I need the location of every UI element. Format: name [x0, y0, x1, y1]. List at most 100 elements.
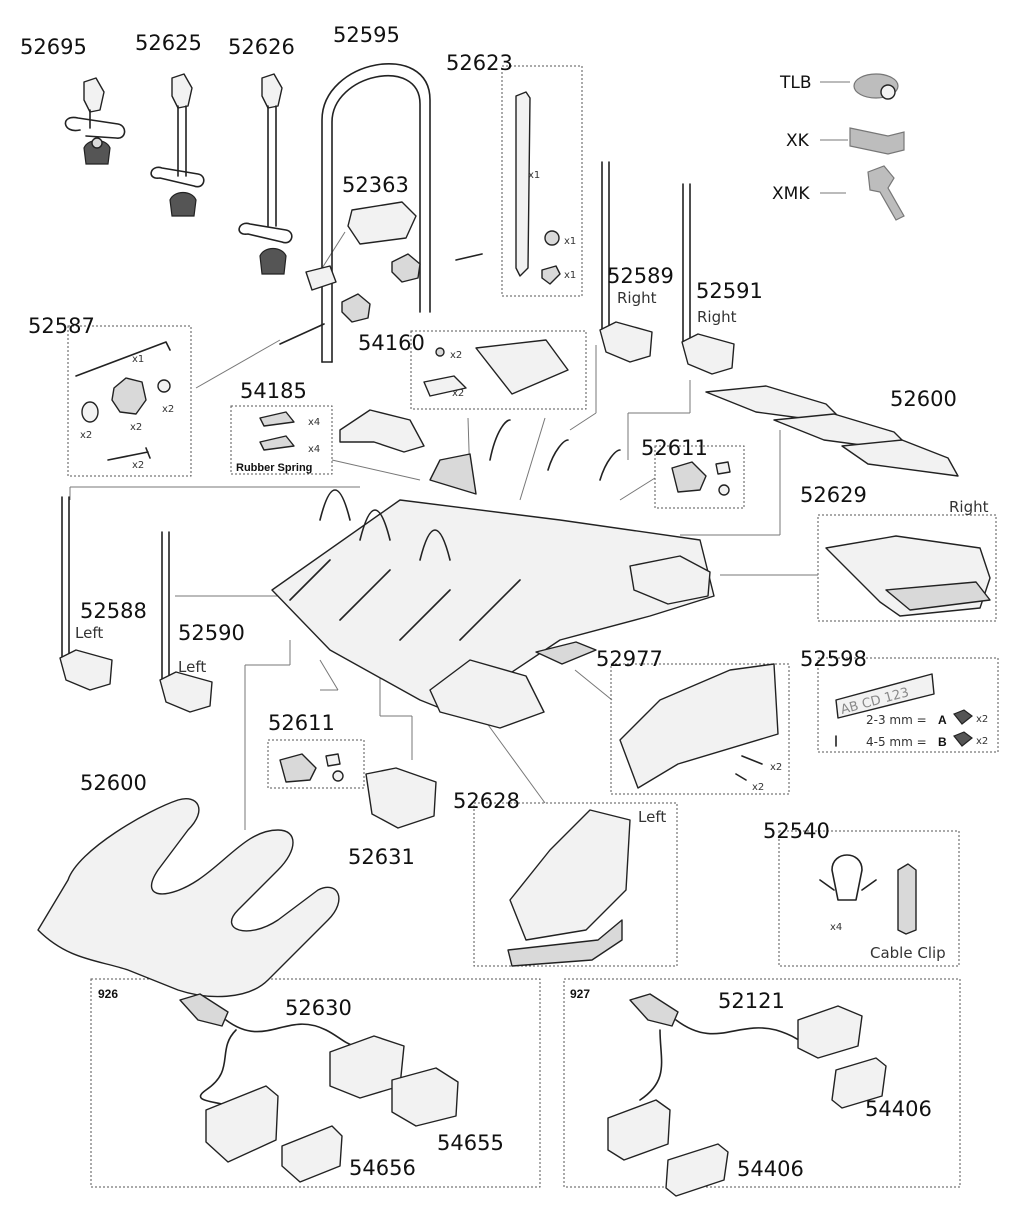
qty-52623-knob: x1 [564, 236, 576, 247]
key-xk [849, 127, 905, 155]
qty-52587-bolt: x2 [132, 460, 144, 471]
label-52121: 52121 [718, 989, 785, 1013]
strap-52623 [515, 91, 561, 285]
label-54656: 54656 [349, 1156, 416, 1180]
label-tlb: TLB [779, 73, 812, 93]
label-52629: 52629 [800, 483, 867, 507]
spacer-a: A [938, 713, 947, 727]
carrier-main-body [271, 419, 715, 729]
cover-52631 [365, 767, 437, 829]
label-52600-bottom: 52600 [80, 771, 147, 795]
label-52626: 52626 [228, 35, 295, 59]
frame-52595 [279, 63, 483, 363]
hardware-52587 [75, 341, 171, 461]
label-52625: 52625 [135, 31, 202, 55]
spacer-4-5: 4-5 mm = [866, 735, 927, 749]
spacer-2-3: 2-3 mm = [866, 713, 927, 727]
qty-52587-spacer: x2 [80, 430, 92, 441]
box-52598 [817, 657, 999, 753]
key-xmk [867, 165, 905, 221]
qty-52587-wrench: x1 [132, 354, 144, 365]
qty-54160-plate: x2 [452, 388, 464, 399]
label-54185: 54185 [240, 379, 307, 403]
part-52611-top [671, 461, 731, 496]
label-52588: 52588 [80, 599, 147, 623]
box-52540 [778, 830, 960, 967]
qty-52587-washer: x2 [162, 404, 174, 415]
label-model-926: 926 [98, 987, 118, 1001]
label-52590-side: Left [178, 658, 206, 676]
label-52363: 52363 [342, 173, 409, 197]
qty-52540-clip: x4 [830, 922, 842, 933]
arm-52626 [238, 73, 293, 275]
box-927 [563, 978, 961, 1188]
label-52628: 52628 [453, 789, 520, 813]
qty-52623-bolt: x1 [564, 270, 576, 281]
qty-52587-knob: x2 [130, 422, 142, 433]
label-52598: 52598 [800, 647, 867, 671]
label-52600-top: 52600 [890, 387, 957, 411]
label-model-927: 927 [570, 987, 590, 1001]
lock-tlb [853, 73, 899, 100]
label-52589: 52589 [607, 264, 674, 288]
arm-52625 [150, 73, 205, 217]
label-52588-side: Left [75, 624, 103, 642]
label-52630: 52630 [285, 996, 352, 1020]
arm-52591 [681, 183, 735, 375]
label-xmk: XMK [772, 184, 810, 204]
arm-52588 [59, 496, 113, 691]
box-52628 [473, 802, 678, 967]
label-52590: 52590 [178, 621, 245, 645]
arm-52589 [599, 161, 653, 363]
label-52977: 52977 [596, 647, 663, 671]
label-52591: 52591 [696, 279, 763, 303]
qty-54160-screw: x2 [450, 350, 462, 361]
label-52540: 52540 [763, 819, 830, 843]
part-52611-bottom [279, 753, 344, 783]
label-52628-side: Left [638, 808, 666, 826]
label-52591-side: Right [697, 308, 737, 326]
label-52623: 52623 [446, 51, 513, 75]
qty-52977-screw: x2 [752, 782, 764, 793]
label-52629-side: Right [949, 498, 989, 516]
label-52587: 52587 [28, 314, 95, 338]
panel-52977 [619, 663, 779, 789]
note-rubber-spring: Rubber Spring [236, 462, 312, 474]
qty-52623-strap: x1 [528, 170, 540, 181]
parts-54160 [423, 339, 569, 397]
box-52611-bottom [267, 739, 365, 789]
part-labels: 52695 52625 52626 52595 52623 52363 5258… [20, 23, 989, 1181]
wiring-927 [607, 993, 887, 1197]
box-54160 [410, 330, 587, 410]
label-52695: 52695 [20, 35, 87, 59]
label-54160: 54160 [358, 331, 425, 355]
wheel-tray-52600-top [705, 385, 959, 477]
label-52631: 52631 [348, 845, 415, 869]
parts-54185 [259, 409, 425, 453]
cover-52628 [507, 809, 631, 967]
arm-52695 [64, 77, 126, 165]
label-52611-bottom: 52611 [268, 711, 335, 735]
qty-52977-bolt: x2 [770, 762, 782, 773]
box-52611-top [654, 445, 745, 509]
box-54185 [230, 405, 333, 475]
qty-54185-b: x4 [308, 444, 320, 455]
label-xk: XK [786, 131, 810, 151]
spacer-b: B [938, 735, 947, 749]
wiring-926 [179, 993, 459, 1183]
qty-spacer-b: x2 [976, 736, 988, 747]
arm-52590 [159, 531, 213, 713]
clip-52540 [819, 854, 917, 935]
cover-52629 [825, 535, 991, 617]
label-54655: 54655 [437, 1131, 504, 1155]
label-52595: 52595 [333, 23, 400, 47]
label-54406-b: 54406 [737, 1157, 804, 1181]
box-52977 [610, 663, 790, 795]
box-52623 [501, 65, 583, 297]
box-926 [90, 978, 541, 1188]
qty-spacer-a: x2 [976, 714, 988, 725]
note-cable-clip: Cable Clip [870, 944, 946, 962]
label-54406-a: 54406 [865, 1097, 932, 1121]
wheel-tray-52600-bottom [37, 798, 340, 998]
